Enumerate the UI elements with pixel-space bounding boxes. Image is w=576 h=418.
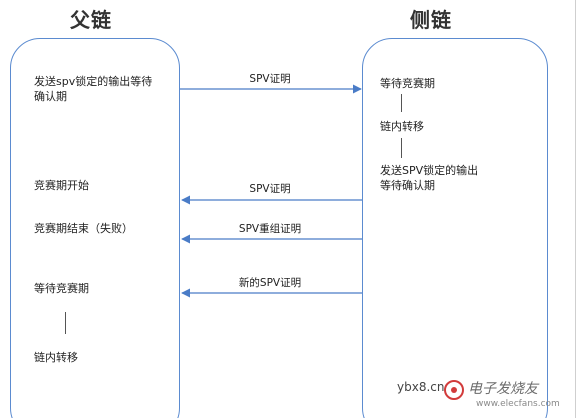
parent-chain-title: 父链 [70,8,112,32]
watermark-site: www.elecfans.com [476,399,560,409]
spv-proof-label-1: SPV证明 [249,73,291,85]
side-chain-box [362,38,548,418]
parent-contest-start: 竞赛期开始 [34,179,89,192]
side-intra-transfer: 链内转移 [380,120,424,133]
parent-intra-transfer: 链内转移 [34,351,78,364]
watermark-logo-icon [444,380,464,400]
watermark-brand: 电子发烧友 [468,381,538,397]
watermark-url: ybx8.cn [397,380,445,394]
parent-send-spv-line1: 发送spv锁定的输出等待 [34,75,153,88]
spv-reorg-proof-label: SPV重组证明 [238,223,302,235]
parent-wait-contest: 等待竞赛期 [34,282,89,295]
parent-chain-box [10,38,180,418]
parent-flow-connector [65,312,66,334]
side-flow-connector-2 [401,138,402,158]
side-flow-connector-1 [401,94,402,112]
side-send-spv-line2: 等待确认期 [380,179,435,192]
parent-contest-end: 竞赛期结束（失败） [34,222,133,235]
new-spv-proof-label: 新的SPV证明 [238,277,302,289]
side-chain-title: 侧链 [410,8,452,32]
parent-send-spv-line2: 确认期 [34,90,67,103]
spv-proof-label-2: SPV证明 [249,183,291,195]
side-send-spv-line1: 发送SPV锁定的输出 [380,164,479,177]
side-wait-contest: 等待竞赛期 [380,77,435,90]
